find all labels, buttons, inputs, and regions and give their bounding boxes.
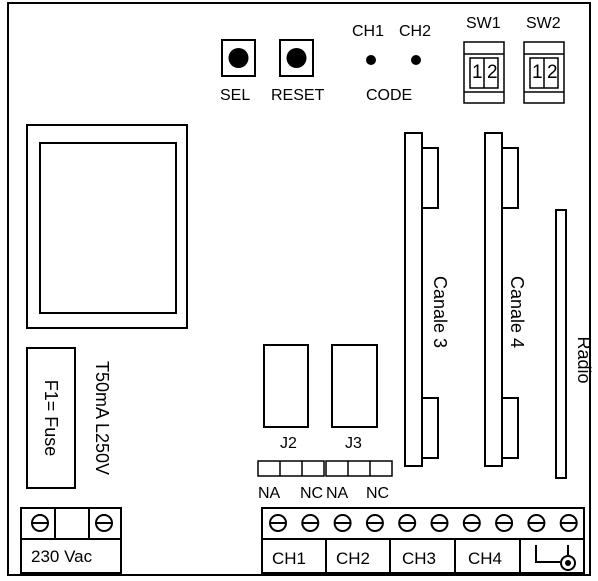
- jumper-header-j3: [325, 460, 393, 477]
- sw2-label: SW2: [526, 15, 561, 32]
- screw-terminal: [527, 514, 546, 532]
- canale-3-label: Canale 3: [430, 275, 450, 349]
- ch1-terminal-label: CH1: [272, 549, 307, 568]
- ch3-terminal-label: CH3: [402, 549, 437, 568]
- power-terminal-label: 230 Vac: [31, 547, 93, 566]
- j3-label: J3: [345, 435, 362, 452]
- ch2-led-label: CH2: [399, 23, 432, 40]
- sw1-position-1: 1: [472, 62, 483, 83]
- transformer: [26, 124, 188, 329]
- screw-terminal: [495, 514, 514, 532]
- screw-terminal: [301, 514, 320, 532]
- screw-terminal: [333, 514, 352, 532]
- ch1-led: [366, 55, 376, 65]
- reset-label: RESET: [271, 87, 325, 104]
- relay-j2: [263, 344, 309, 428]
- sel-label: SEL: [220, 87, 251, 104]
- fuse-holder: [26, 347, 76, 489]
- output-terminal-block: [261, 507, 585, 574]
- screw-terminal: [462, 514, 481, 532]
- sw1-label: SW1: [466, 15, 501, 32]
- j2-nc-label: NC: [300, 485, 324, 502]
- j2-label: J2: [280, 435, 297, 452]
- radio-label: Radio: [574, 336, 594, 384]
- reset-button: [279, 39, 314, 77]
- screw-terminal: [269, 514, 287, 532]
- code-label: CODE: [366, 87, 413, 104]
- j2-na-label: NA: [258, 485, 281, 502]
- sw2-position-1: 1: [532, 62, 543, 83]
- sw1-dip-switch: [463, 41, 505, 104]
- power-terminal-block: [20, 507, 122, 574]
- radio-module: [555, 209, 567, 479]
- sel-button: [221, 39, 256, 77]
- output-screw-row: [269, 514, 578, 532]
- j3-nc-label: NC: [366, 485, 390, 502]
- relay-j3: [331, 344, 378, 428]
- power-screw-1: [31, 514, 49, 532]
- fuse-label: F1= Fuse: [41, 379, 61, 457]
- ch4-terminal-label: CH4: [468, 549, 503, 568]
- screw-terminal: [365, 514, 384, 532]
- screw-terminal: [430, 514, 449, 532]
- canale-3-module: [404, 132, 439, 467]
- sw2-position-2: 2: [547, 62, 558, 83]
- canale-4-label: Canale 4: [507, 275, 527, 349]
- antenna-ground-symbol: [535, 545, 576, 571]
- canale-4-module: [484, 132, 519, 467]
- power-screw-2: [95, 514, 113, 532]
- jumper-header-j2: [257, 460, 325, 477]
- ch2-terminal-label: CH2: [336, 549, 371, 568]
- ch1-led-label: CH1: [352, 23, 385, 40]
- sw2-dip-switch: [523, 41, 565, 104]
- ch2-led: [411, 55, 421, 65]
- j3-na-label: NA: [326, 485, 349, 502]
- sw1-position-2: 2: [487, 62, 498, 83]
- screw-terminal: [559, 514, 578, 532]
- screw-terminal: [398, 514, 417, 532]
- fuse-rating-label: T50mA L250V: [92, 360, 112, 476]
